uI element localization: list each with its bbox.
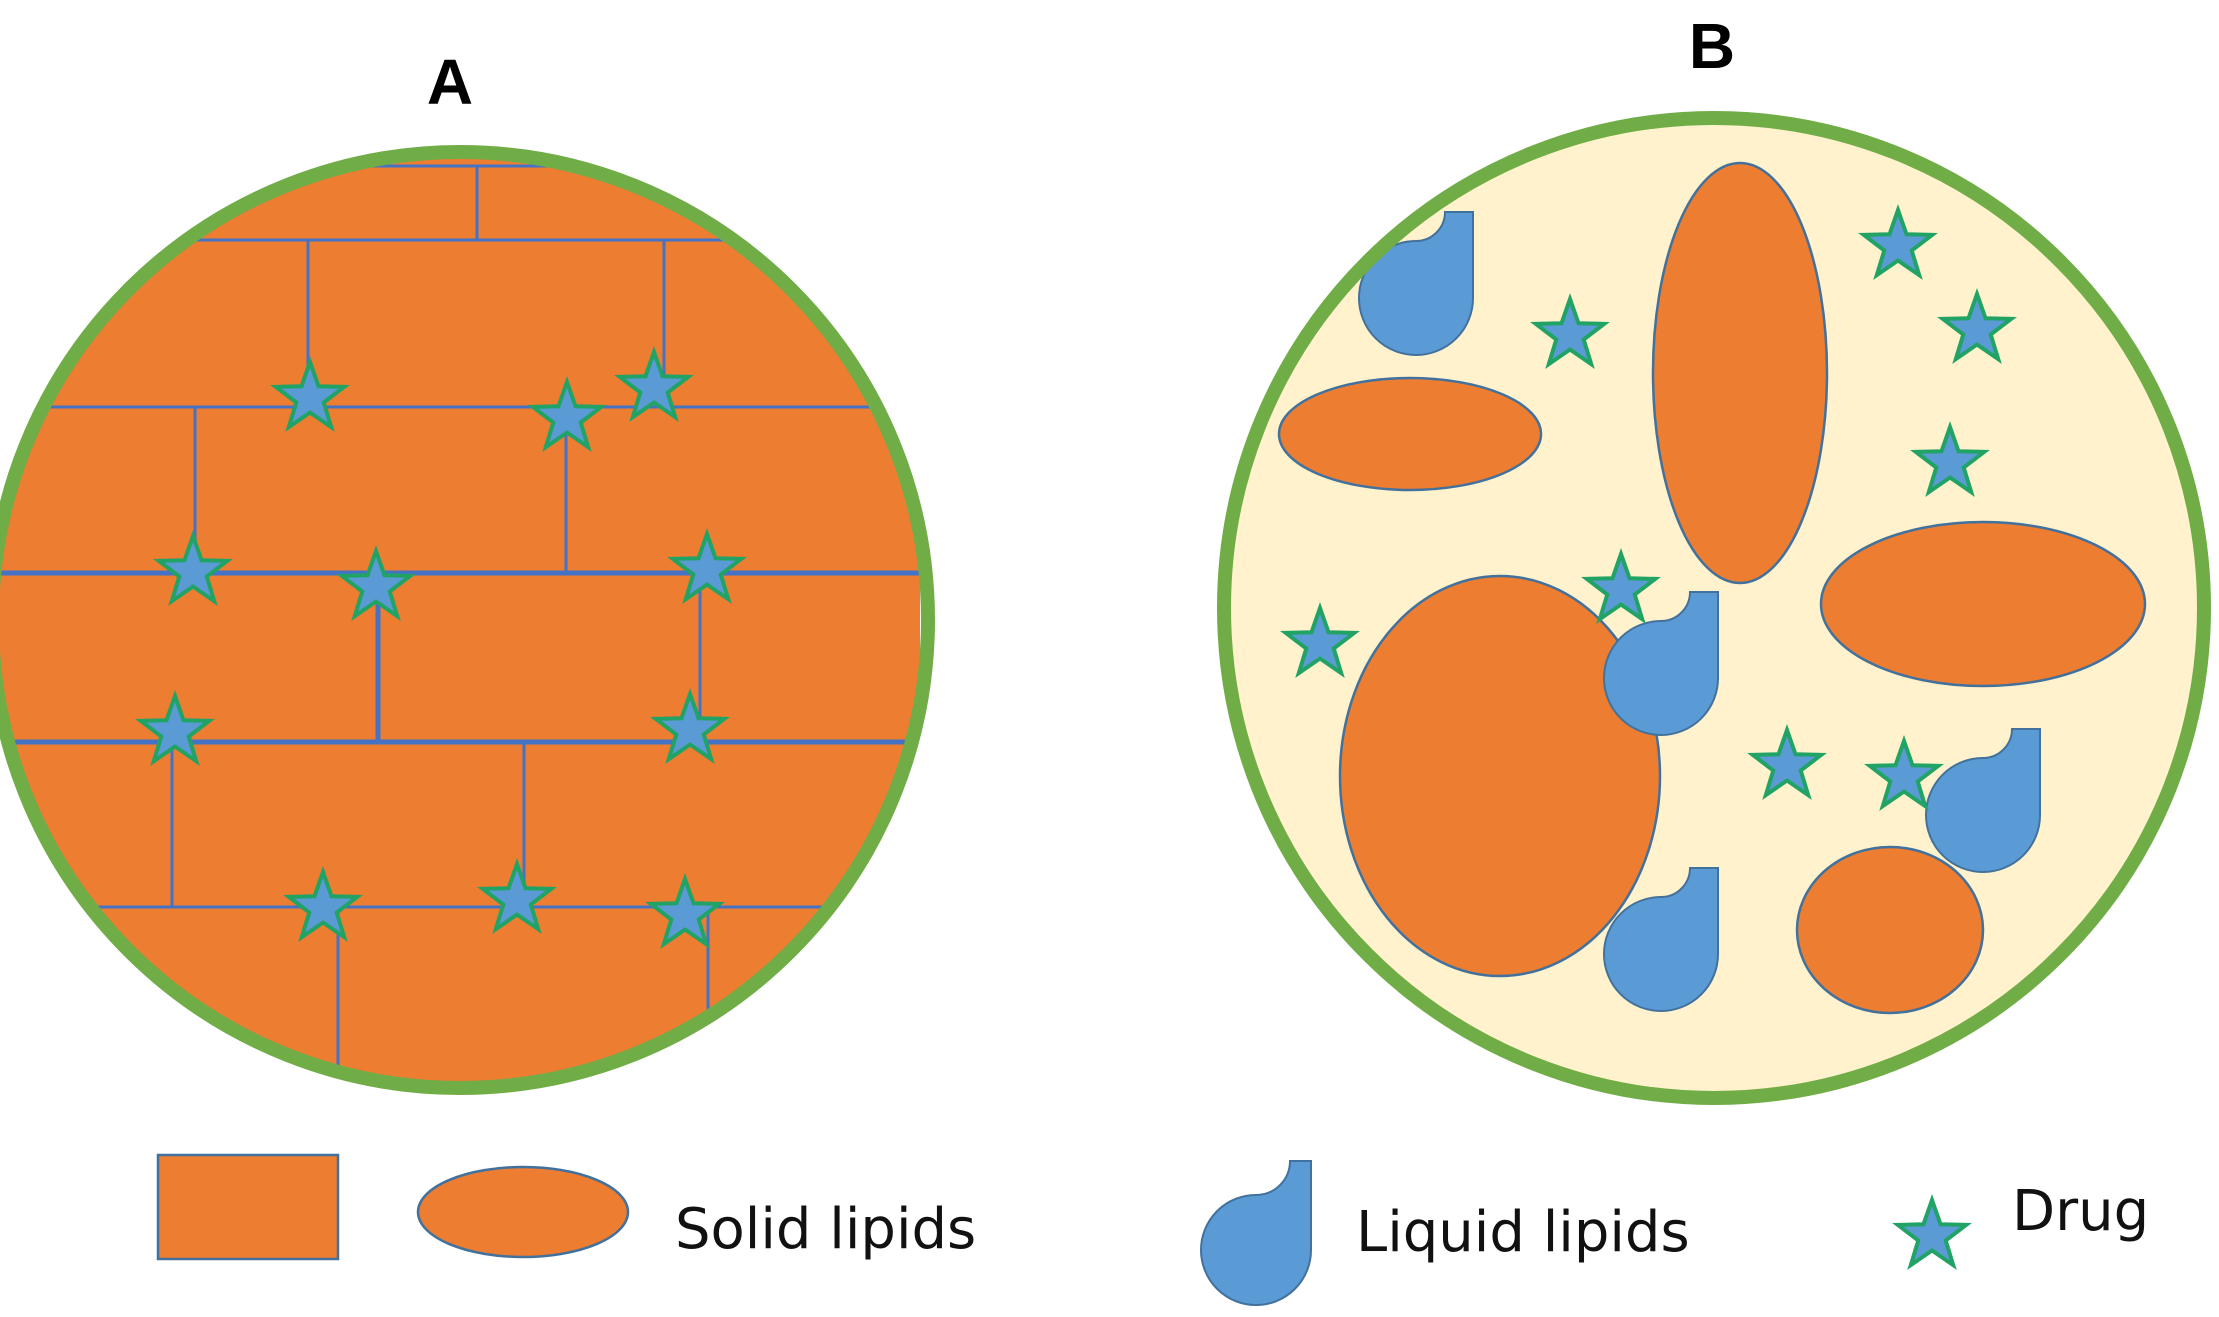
- drug-star-icon: [1895, 1198, 1969, 1268]
- solid-lipid-ellipse: [1277, 376, 1543, 492]
- solid-lipid-ellipse: [1795, 845, 1985, 1015]
- legend-liquid-lipids-label: Liquid lipids: [1356, 1200, 1690, 1265]
- particle-a-shell: [0, 145, 935, 1095]
- solid-lipid-ellipse-icon: [416, 1165, 630, 1259]
- particle-b: [1217, 111, 2211, 1105]
- solid-lipid-ellipse: [1819, 520, 2147, 688]
- solid-lipid-brick-icon: [156, 1153, 340, 1261]
- legend: Solid lipids Liquid lipids Drug: [156, 1153, 2149, 1306]
- panel-b-label: B: [1689, 10, 1735, 82]
- particle-b-shell: [1217, 111, 2211, 1105]
- liquid-lipid-drop-icon: [1200, 1160, 1312, 1306]
- legend-drug-label: Drug: [2012, 1179, 2149, 1244]
- particle-a: [0, 145, 935, 1095]
- solid-lipid-ellipse: [1338, 574, 1662, 978]
- panel-a-label: A: [427, 46, 473, 118]
- solid-lipid-ellipse: [1651, 161, 1829, 585]
- legend-solid-lipids-label: Solid lipids: [675, 1197, 976, 1262]
- solid-lipid-brick-matrix: [0, 152, 920, 1088]
